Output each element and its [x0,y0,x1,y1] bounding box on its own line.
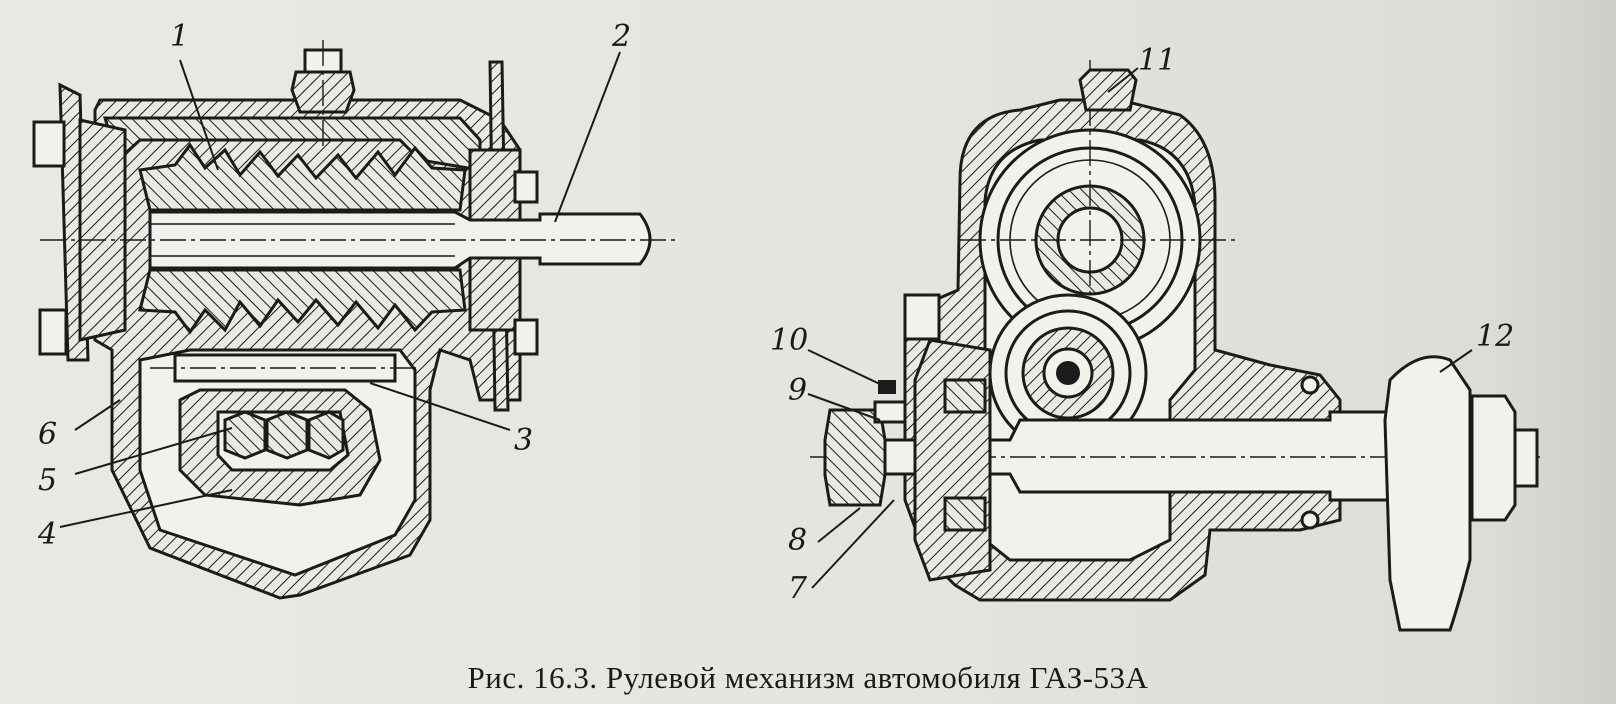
callout-2: 2 [611,19,631,54]
pitman-arm [1383,355,1472,632]
right-section-view: 11 12 10 9 8 7 [770,43,1540,632]
nut-upper [513,170,539,204]
bolt-head-lower [38,308,68,356]
callout-5: 5 [38,463,57,498]
worm-gear-upper [138,142,467,212]
nut-lower [513,318,539,356]
roller-disc-3 [307,410,345,460]
callout-1: 1 [170,19,189,54]
adjusting-screw [883,438,917,476]
callout-4: 4 [37,517,57,552]
bearing-upper [943,378,987,414]
roller-center [1056,361,1080,385]
adjusting-nut [823,408,887,507]
callout-7: 7 [788,571,808,606]
callout-11: 11 [1138,43,1176,78]
figure-caption: Рис. 16.3. Рулевой механизм автомобиля Г… [467,660,1149,695]
roller-disc-2 [265,410,309,460]
left-end-cover [78,118,127,342]
callout-6: 6 [38,417,57,452]
worm-gear-lower [138,268,467,335]
callout-10: 10 [770,323,808,358]
callout-12: 12 [1476,319,1514,354]
callout-9: 9 [788,373,807,408]
callout-8: 8 [788,523,807,558]
lock-washer [873,400,907,424]
left-section-view: 1 2 3 4 5 6 [32,19,680,600]
stop-pin [878,380,896,394]
callout-3: 3 [514,423,533,458]
roller-disc-1 [223,410,267,460]
arm-nut [1470,394,1517,522]
cover-bolt [903,293,941,341]
bearing-lower [943,496,987,532]
shaft-end [1513,428,1539,488]
side-cover [913,338,992,582]
bolt-head-upper [32,120,66,168]
